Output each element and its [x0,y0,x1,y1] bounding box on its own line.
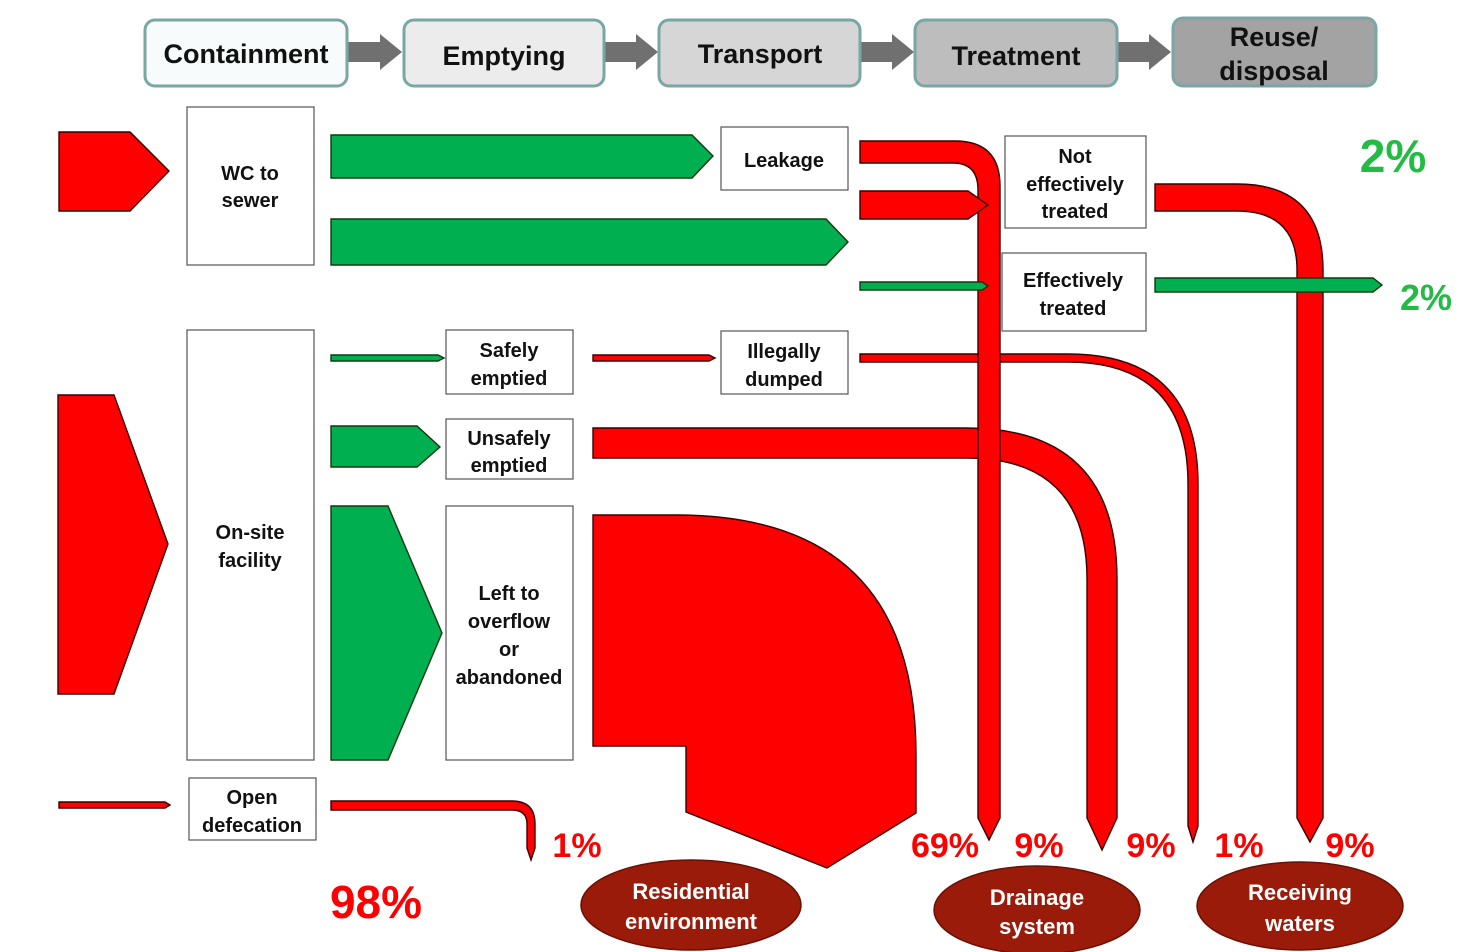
destination-text: system [999,914,1075,939]
stage-label-line2: disposal [1219,56,1329,86]
destination-text: environment [625,909,758,934]
box-text: dumped [745,369,823,391]
box-not-effectively-treated: Not effectively treated [1004,135,1147,229]
stage-treatment: Treatment [913,18,1119,88]
box-text: Open [226,787,277,809]
box-text: treated [1040,298,1107,320]
pct-drainage-b: 9% [1126,827,1175,865]
stage-label: Treatment [951,41,1080,71]
stage-label: Transport [698,39,823,69]
safely-emptied-flow [330,354,446,362]
stage-label: Emptying [442,41,565,71]
sewer-to-effectively-treated-flow [859,281,990,291]
destination-text: Residential [632,879,749,904]
unsafely-emptied-flow [330,425,442,468]
box-effectively-treated: Effectively treated [1001,252,1147,332]
sewer-to-not-treated-flow [859,190,990,220]
box-text: Effectively [1023,270,1124,292]
box-text: Left to [478,583,539,605]
destination-text: Drainage [990,885,1084,910]
stage-arrow [348,34,1171,70]
stage-emptying: Emptying [402,18,606,88]
sewer-source-arrow [58,131,170,212]
box-text: On-site [216,522,285,544]
box-safely-emptied: Safely emptied [445,329,574,395]
box-text: sewer [222,190,279,212]
sewer-flow-to-treatment [330,218,849,266]
leakage-to-residential-flow [859,140,1001,842]
stage-reuse-disposal: Reuse/ disposal [1171,16,1378,88]
destination-text: waters [1264,911,1335,936]
left-to-overflow-flow [330,505,443,761]
box-text: Leakage [744,150,824,172]
overflow-to-residential-flow [592,514,917,869]
pct-effectively-treated: 2% [1400,277,1452,318]
onsite-source-arrow [57,394,169,695]
box-unsafely-emptied: Unsafely emptied [445,418,574,480]
stage-header-bar: Containment Emptying Transport Treatment… [143,16,1378,88]
pct-residential: 69% [911,827,979,865]
not-treated-to-receiving-flow [1154,183,1324,844]
box-text: effectively [1026,174,1125,196]
box-text: abandoned [456,667,563,689]
open-defecation-source-arrow [58,801,172,809]
stage-label: Reuse/ [1230,22,1319,52]
box-left-to-overflow: Left to overflow or abandoned [445,505,574,761]
stage-transport: Transport [657,18,862,88]
box-text: defecation [202,815,302,837]
pct-receiving-b: 9% [1325,827,1374,865]
box-text: or [499,639,519,661]
box-text: WC to [221,163,279,185]
destination-residential-environment: Residential environment [580,859,802,951]
box-text: Safely [480,340,540,362]
pct-open-defecation: 1% [552,827,601,865]
pct-drainage-a: 9% [1014,827,1063,865]
destination-drainage-system: Drainage system [933,865,1141,952]
pct-top-green: 2% [1360,130,1426,182]
box-text: overflow [468,611,551,633]
illegally-dumped-to-drainage-flow [859,353,1199,845]
box-text: Unsafely [467,428,551,450]
box-wc-to-sewer: WC to sewer [186,106,315,266]
pct-total: 98% [330,876,422,928]
box-text: facility [218,550,282,572]
box-text: emptied [471,368,548,390]
sewer-flow-to-leakage [330,134,714,179]
effectively-treated-outflow [1154,277,1384,293]
stage-containment: Containment [143,18,349,88]
box-text: Illegally [747,341,821,363]
destination-text: Receiving [1248,880,1352,905]
stage-label: Containment [164,39,329,69]
unsafely-emptied-to-drainage-flow [592,427,1118,852]
box-illegally-dumped: Illegally dumped [720,330,849,395]
pct-receiving-a: 1% [1214,827,1263,865]
box-text: treated [1042,201,1109,223]
box-onsite-facility: On-site facility [186,329,315,761]
safely-to-illegally-dumped-flow [592,354,717,362]
box-open-defecation: Open defecation [188,777,317,841]
box-text: emptied [471,455,548,477]
box-leakage: Leakage [720,126,849,191]
open-defecation-flow [330,800,536,863]
box-text: Not [1058,146,1092,168]
destination-receiving-waters: Receiving waters [1196,861,1404,951]
